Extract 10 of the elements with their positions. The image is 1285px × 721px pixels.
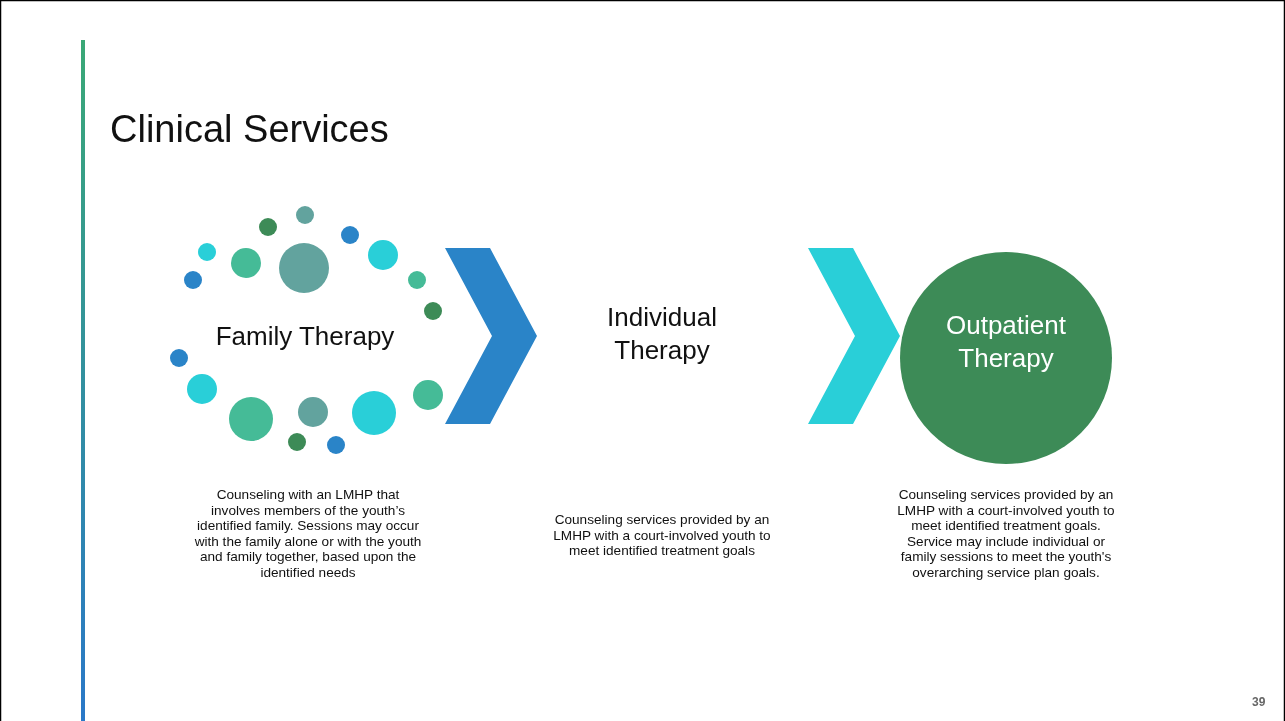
chevron-arrow <box>445 248 537 424</box>
slide-title: Clinical Services <box>110 108 389 151</box>
page-number: 39 <box>1252 695 1266 709</box>
node-title: Outpatient Therapy <box>945 309 1067 375</box>
description-text: Counseling services provided by an LMHP with a court-involved youth to meet identified treatment goals. Service may include individual or family sessions to meet the youth's overarching service plan goals. <box>896 487 1116 581</box>
node-title: Family Therapy <box>214 320 396 353</box>
chevron-arrow <box>808 248 900 424</box>
description-text: Counseling services provided by an LMHP with a court-involved youth to meet identified treatment goals <box>552 512 772 559</box>
node-title: Individual Therapy <box>606 301 718 367</box>
description-text: Counseling with an LMHP that involves members of the youth’s identified family. Sessions may occur with the family alone or with the youth and family together, based upon the identified needs <box>193 487 423 581</box>
